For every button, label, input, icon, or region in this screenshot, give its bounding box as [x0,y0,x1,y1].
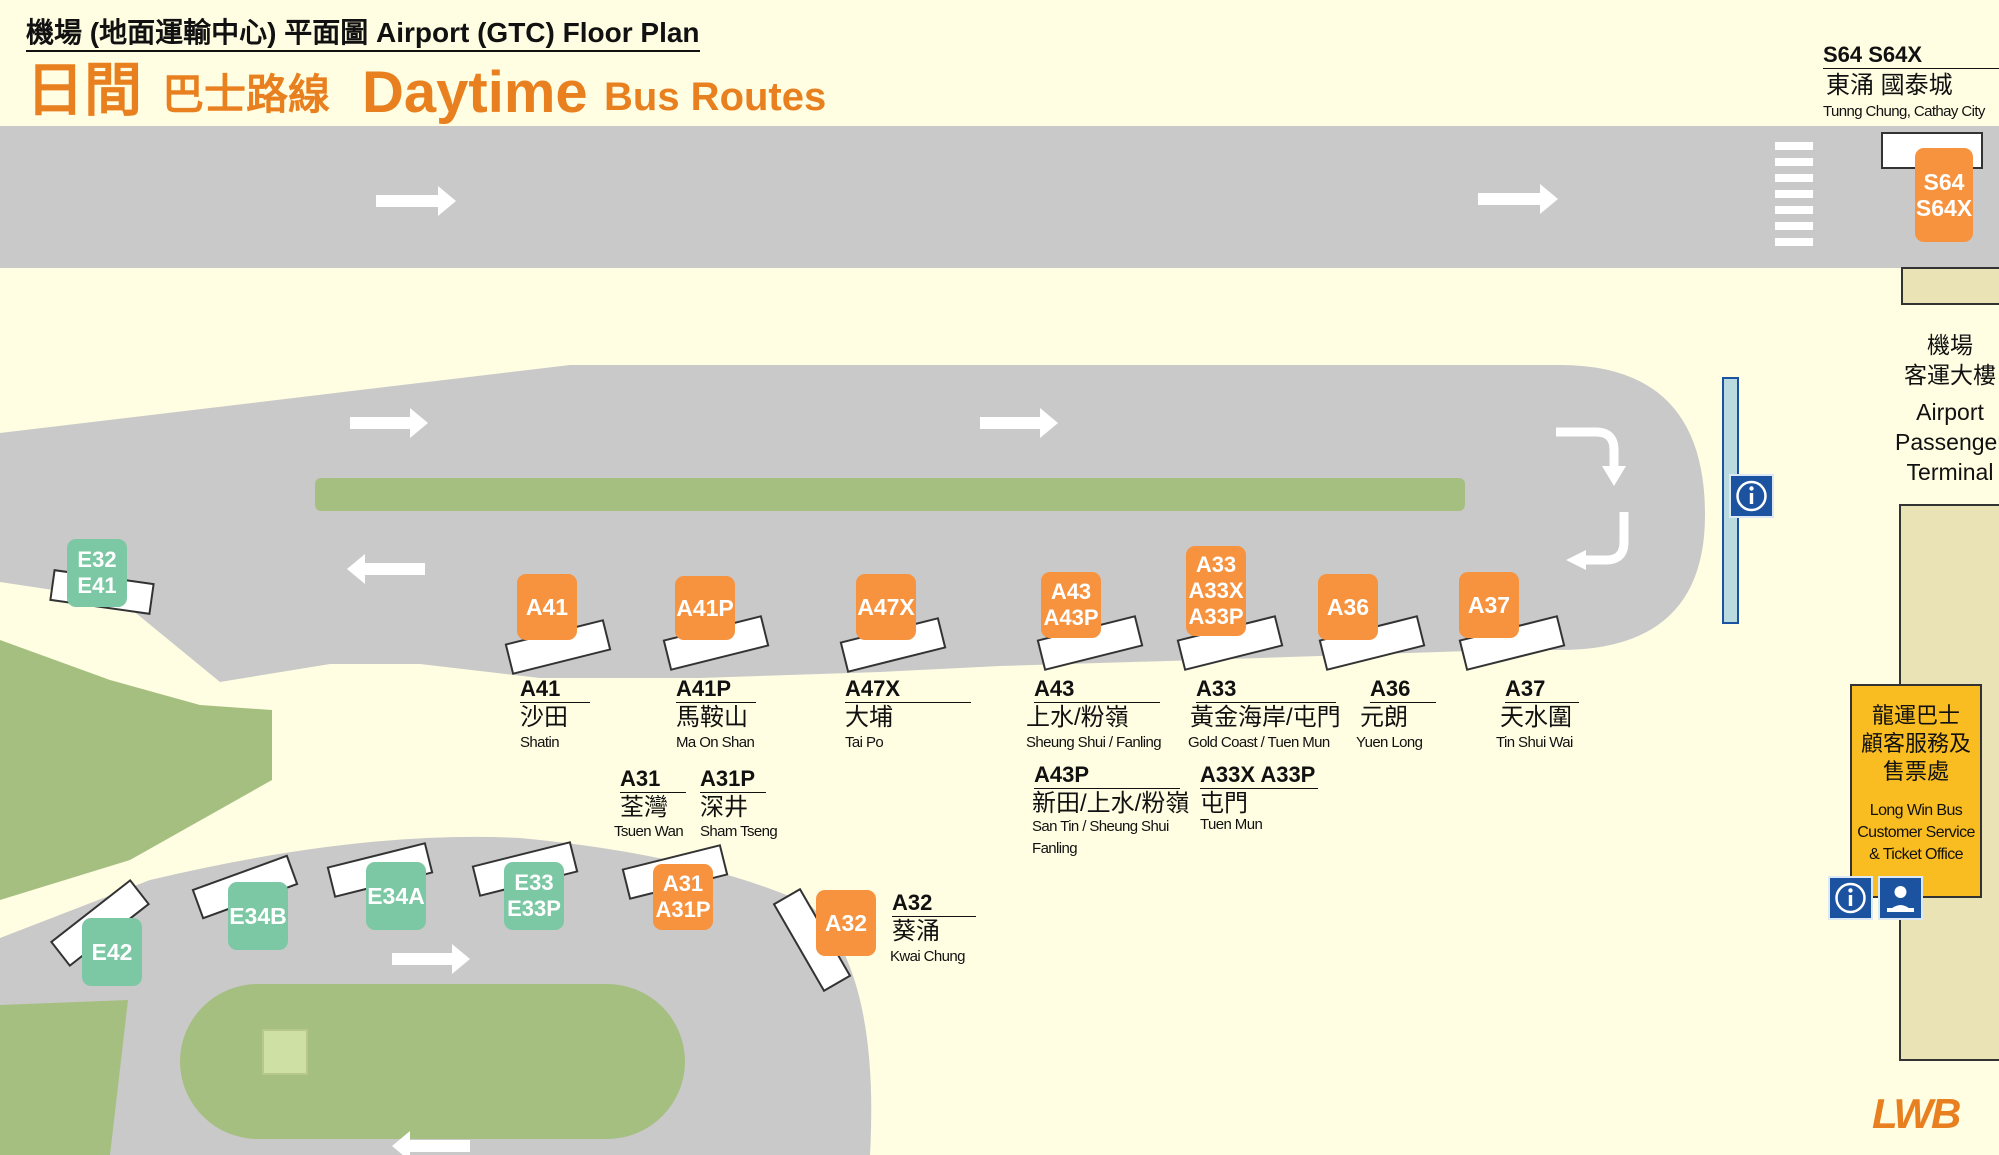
route-a41p-zh: 馬鞍山 [676,704,748,731]
stop-e34a[interactable]: E34A [366,862,426,930]
terminal-label-en-1: Airport [1916,399,1984,425]
long-win-ticket-office[interactable]: 龍運巴士 顧客服務及 售票處 Long Win Bus Customer Ser… [1850,684,1982,898]
route-a31-zh: 荃灣 [620,794,668,821]
direction-arrow-icon [347,408,1058,584]
route-a41-code: A41 [520,676,590,703]
top-road [0,126,1999,268]
stop-a36[interactable]: A36 [1318,574,1378,640]
route-a33x-code: A33X A33P [1200,762,1318,789]
route-a33-en: Gold Coast / Tuen Mun [1188,734,1330,751]
route-a33-zh: 黃金海岸/屯門 [1190,704,1341,731]
stop-a41p[interactable]: A41P [675,576,735,640]
route-a32-en: Kwai Chung [890,948,965,965]
route-a31p-en: Sham Tseng [700,823,778,840]
lw-en-2: Customer Service [1857,824,1975,841]
lw-zh-2: 顧客服務及 [1860,731,1971,756]
lw-en-1: Long Win Bus [1869,802,1963,819]
route-a31p-code: A31P [700,766,766,793]
route-a31-en: Tsuen Wan [614,823,684,840]
route-a31-code: A31 [620,766,686,793]
zebra-crossing [1775,142,1813,246]
title-en-sub: Bus Routes [604,75,827,119]
direction-arrow-icon [376,184,1558,216]
route-a36-code: A36 [1370,676,1436,703]
route-a41-zh: 沙田 [520,704,568,731]
title-en-main: Daytime [362,60,588,125]
stop-a31[interactable]: A31 A31P [653,864,713,930]
bus-loop-road [0,365,1705,682]
route-a31p-zh: 深井 [700,794,748,821]
route-a43-en: Sheung Shui / Fanling [1026,734,1162,751]
stop-a41[interactable]: A41 [517,574,577,640]
route-a33-code: A33 [1196,676,1336,703]
terminal-label-en-2: Passenger [1895,429,1999,455]
route-a43p-zh: 新田/上水/粉嶺 [1032,790,1190,817]
title-zh-sub: 巴士路線 [162,71,331,118]
stop-e34b[interactable]: E34B [228,882,288,950]
route-a32-zh: 葵涌 [892,918,940,945]
terminal-label-zh-2: 客運大樓 [1904,362,1996,388]
route-a43p-en-2: Fanling [1032,840,1078,857]
u-turn-arrow-icon [1556,427,1629,565]
route-a37-zh: 天水圍 [1500,704,1572,731]
green-area [0,640,272,900]
route-a43p-code: A43P [1034,762,1180,789]
route-a43-zh: 上水/粉嶺 [1026,704,1129,731]
stop-a37[interactable]: A37 [1459,572,1519,638]
stop-a47x[interactable]: A47X [856,574,916,640]
lw-en-3: & Ticket Office [1869,846,1963,863]
title-zh-main: 日間 [26,58,143,123]
terminal-label-en-3: Terminal [1906,459,1994,485]
route-a47x-code: A47X [845,676,971,703]
terminal-label-zh-1: 機場 [1927,332,1973,358]
stop-e33[interactable]: E33 E33P [504,862,564,930]
stop-a32[interactable]: A32 [816,890,876,956]
route-a43-code: A43 [1034,676,1160,703]
stop-a33[interactable]: A33 A33X A33P [1186,546,1246,636]
route-a36-en: Yuen Long [1356,734,1423,751]
route-a33x-en: Tuen Mun [1200,816,1263,833]
lwb-logo: LWB [1872,1090,1961,1137]
info-icon[interactable] [1828,876,1873,920]
route-a47x-zh: 大埔 [845,704,893,731]
stop-e32[interactable]: E32 E41 [67,539,127,607]
lw-zh-3: 售票處 [1882,759,1949,784]
route-a43p-en-1: San Tin / Sheung Shui [1032,818,1169,835]
route-a33x-zh: 屯門 [1200,790,1248,817]
route-s64-code: S64 S64X [1823,42,1999,69]
floor-plan-subtitle: 機場 (地面運輸中心) 平面圖 Airport (GTC) Floor Plan [26,16,700,52]
route-a32-code: A32 [892,890,976,917]
lw-zh-1: 龍運巴士 [1871,703,1960,728]
lower-island [180,984,685,1139]
route-a36-zh: 元朗 [1360,704,1408,731]
direction-arrow-icon [392,944,470,1155]
route-a41p-en: Ma On Shan [676,734,755,751]
route-a41-en: Shatin [520,734,560,751]
route-a47x-en: Tai Po [845,734,884,751]
stop-s64[interactable]: S64 S64X [1915,148,1973,242]
customer-service-icon[interactable] [1878,876,1923,920]
stop-a43[interactable]: A43 A43P [1041,572,1101,638]
stop-e42[interactable]: E42 [82,918,142,986]
median-strip [315,478,1465,511]
info-icon[interactable] [1729,474,1774,518]
route-a37-en: Tin Shui Wai [1496,734,1573,751]
route-s64-zh: 東涌 國泰城 [1826,72,1953,99]
route-a37-code: A37 [1505,676,1579,703]
route-s64-en: Tunng Chung, Cathay City [1823,103,1985,120]
route-a41p-code: A41P [676,676,756,703]
